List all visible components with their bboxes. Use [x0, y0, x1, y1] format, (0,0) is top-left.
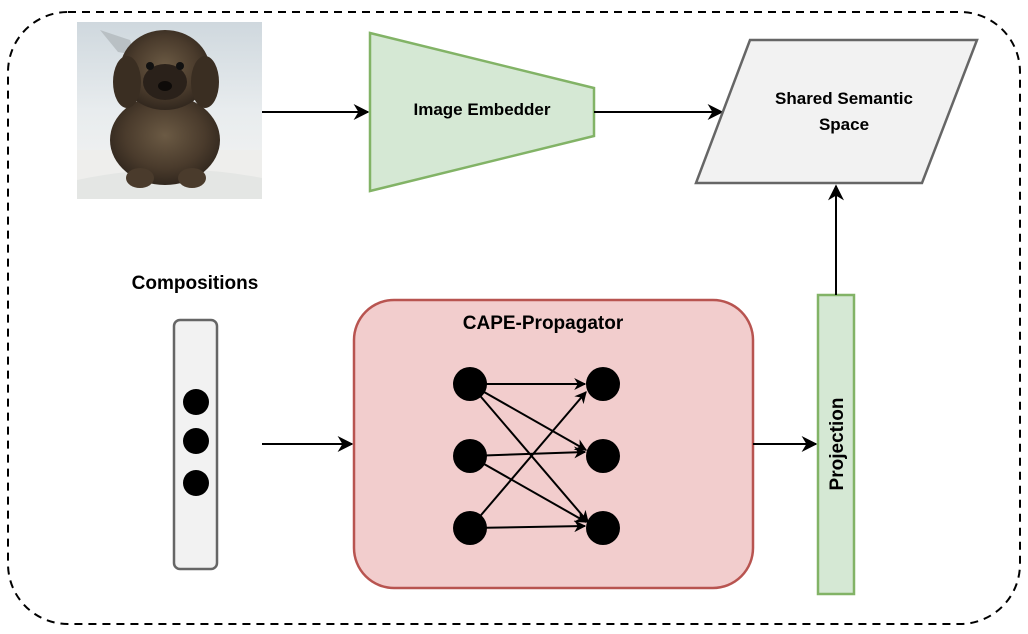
image-embedder-label: Image Embedder	[414, 100, 551, 119]
composition-dot	[183, 428, 209, 454]
projection-label: Projection	[827, 398, 848, 491]
compositions-label: Compositions	[132, 273, 259, 294]
propagator-node	[586, 367, 620, 401]
propagator-node	[586, 511, 620, 545]
shared-space-label-line2: Space	[819, 115, 869, 134]
image-embedder-block: Image Embedder	[368, 31, 596, 193]
propagator-node	[453, 367, 487, 401]
shared-semantic-space-block: Shared Semantic Space	[694, 38, 979, 185]
composition-dot	[183, 470, 209, 496]
dog-photo	[77, 22, 262, 199]
composition-dot	[183, 389, 209, 415]
propagator-node	[453, 439, 487, 473]
propagator-node	[453, 511, 487, 545]
propagator-node	[586, 439, 620, 473]
compositions-vector	[172, 318, 219, 571]
outer-boundary	[7, 11, 1021, 625]
propagator-edges	[469, 378, 589, 533]
cape-propagator-label: CAPE-Propagator	[463, 313, 624, 334]
shared-space-label-line1: Shared Semantic	[775, 89, 913, 108]
cape-propagator-block: CAPE-Propagator	[352, 298, 755, 590]
projection-block: Projection	[816, 293, 856, 596]
